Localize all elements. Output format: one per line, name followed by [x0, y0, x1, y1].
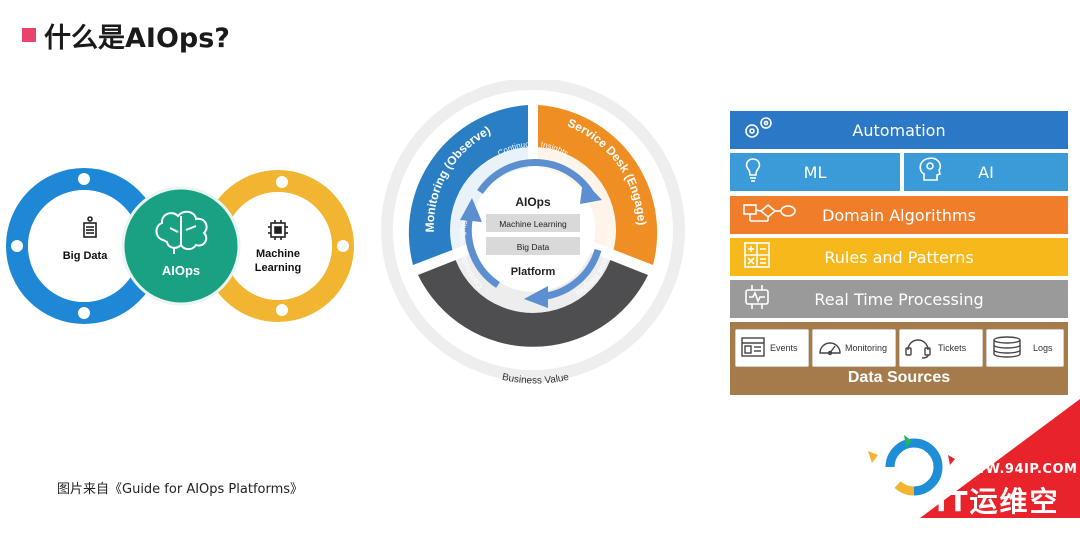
data-sources-title: Data Sources — [847, 369, 951, 386]
tickets-source: Tickets — [899, 329, 983, 367]
logs-label: Logs — [1033, 343, 1053, 353]
cycle-arrow — [477, 158, 593, 194]
big-data-label: Big Data — [63, 250, 109, 262]
cycle-arrow-head — [460, 198, 482, 222]
domain-algorithms-layer: Domain Algorithms — [730, 196, 1068, 234]
real-time-label: Real Time Processing — [814, 289, 984, 309]
logs-source: Logs — [986, 329, 1064, 367]
events-label: Events — [770, 343, 798, 353]
smartwatch-icon — [742, 283, 772, 315]
flowchart-icon — [742, 201, 798, 229]
real-time-layer: Real Time Processing — [730, 280, 1068, 318]
platform-label: Platform — [511, 266, 556, 278]
ring-dot — [337, 240, 349, 252]
ring-dot — [11, 240, 23, 252]
watermark-badge — [868, 399, 1080, 518]
ai-layer-label: AI — [978, 162, 994, 182]
ml-layer-label: ML — [803, 162, 827, 182]
rules-patterns-label: Rules and Patterns — [824, 247, 974, 267]
calculator-icon — [742, 241, 772, 273]
machine-learning-label-line1: Machine — [256, 248, 300, 260]
monitoring-source: Monitoring — [812, 329, 896, 367]
ring-dot — [276, 176, 288, 188]
cycle-arrow-head — [580, 180, 602, 204]
events-icon — [740, 335, 766, 361]
business-value-label: Business Value — [501, 372, 570, 387]
data-sources-layer: Events Monitoring Tickets — [730, 322, 1068, 395]
watermark-name: IT运维空间 — [936, 485, 1060, 558]
events-source: Events — [735, 329, 809, 367]
automation-layer-label: Automation — [852, 120, 946, 140]
ring-dot — [78, 307, 90, 319]
headset-icon — [904, 335, 934, 361]
svg-text:Business Value: Business Value — [501, 372, 570, 387]
page-title: 什么是AIOps? — [44, 22, 230, 54]
database-icon — [991, 335, 1027, 361]
slide-title: 什么是AIOps? — [22, 18, 230, 54]
domain-algorithms-label: Domain Algorithms — [822, 205, 976, 225]
rules-patterns-layer: Rules and Patterns — [730, 238, 1068, 276]
monitoring-source-label: Monitoring — [845, 343, 888, 353]
ring-dot — [78, 173, 90, 185]
architecture-stack: Automation ML AI Domain Algorithms — [730, 111, 1068, 395]
brain-icon — [155, 210, 208, 254]
automation-layer: Automation — [730, 111, 1068, 149]
cycle-arrow — [464, 214, 501, 288]
watermark-url: WWW.94IP.COM — [956, 462, 1078, 477]
infinity-diagram: AIOps Big Data Machine Learning — [6, 168, 354, 324]
document-icon — [83, 216, 97, 238]
machine-learning-label-line2: Learning — [255, 262, 301, 274]
gears-icon — [742, 115, 776, 145]
gauge-icon — [817, 335, 843, 361]
ai-layer: AI — [904, 153, 1068, 191]
watermark-red-triangle — [920, 399, 1080, 518]
aiops-cycle-diagram: Monitoring (Observe) Service Desk (Engag… — [381, 80, 685, 387]
platform-title: AIOps — [515, 195, 551, 209]
ml-box — [486, 214, 580, 232]
big-data-box — [486, 237, 580, 255]
tickets-label: Tickets — [938, 343, 967, 353]
cycle-arrow-head — [524, 286, 548, 308]
ml-layer: ML — [730, 153, 900, 191]
ml-box-label: Machine Learning — [499, 219, 567, 229]
aiops-center-label: AIOps — [162, 263, 200, 278]
big-data-box-label: Big Data — [517, 242, 550, 252]
lightbulb-icon — [742, 157, 764, 187]
ai-head-icon — [916, 156, 946, 188]
watermark-logo-icon — [868, 435, 955, 496]
title-bullet — [22, 28, 36, 42]
ring-dot — [276, 304, 288, 316]
chip-icon — [268, 220, 288, 240]
image-caption: 图片来自《Guide for AIOps Platforms》 — [57, 482, 304, 497]
